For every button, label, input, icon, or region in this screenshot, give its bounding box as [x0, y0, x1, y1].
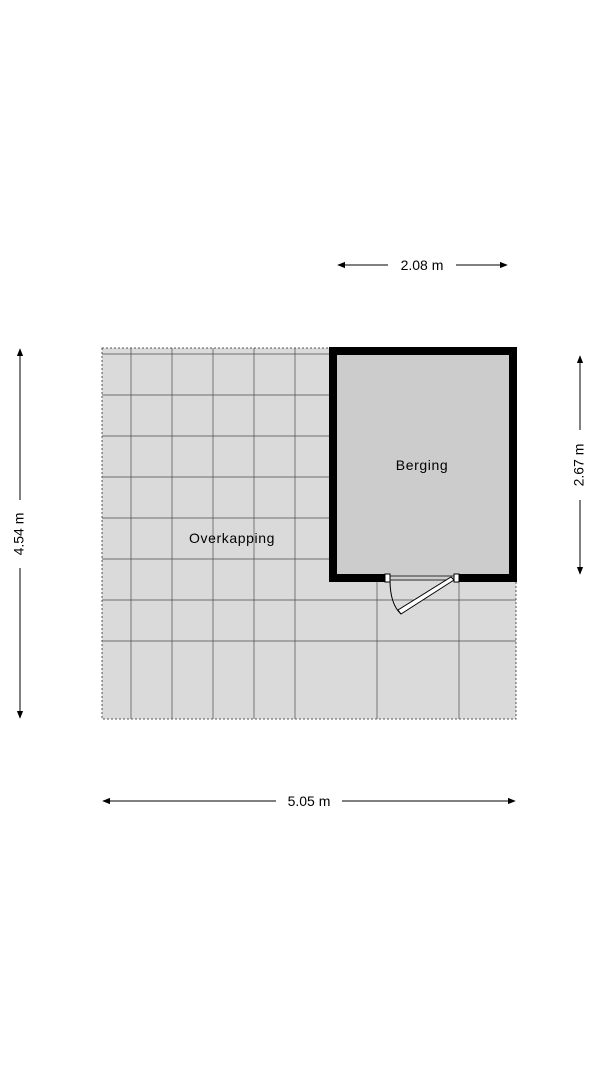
door-frame-left	[384, 573, 391, 583]
dimension-left-label: 4.54 m	[11, 513, 27, 556]
dimension-bottom: 5.05 m	[102, 793, 516, 809]
dimension-top-label: 2.08 m	[401, 257, 444, 273]
dimension-left: 4.54 m	[11, 348, 27, 719]
door-frame-right	[453, 573, 460, 583]
berging-room: Berging	[329, 347, 517, 615]
berging-walls	[329, 347, 517, 582]
tile-grid	[102, 348, 516, 719]
overkapping-outline	[101, 347, 517, 720]
berging-floor	[330, 348, 516, 581]
door[interactable]	[384, 573, 460, 615]
dimension-bottom-label: 5.05 m	[288, 793, 331, 809]
door-swing-arc	[389, 579, 402, 615]
dimension-right-label: 2.67 m	[571, 444, 587, 487]
overkapping-label: Overkapping	[189, 530, 275, 546]
dimension-right: 2.67 m	[571, 355, 587, 575]
berging-label: Berging	[396, 457, 448, 473]
dimension-top: 2.08 m	[337, 257, 508, 273]
